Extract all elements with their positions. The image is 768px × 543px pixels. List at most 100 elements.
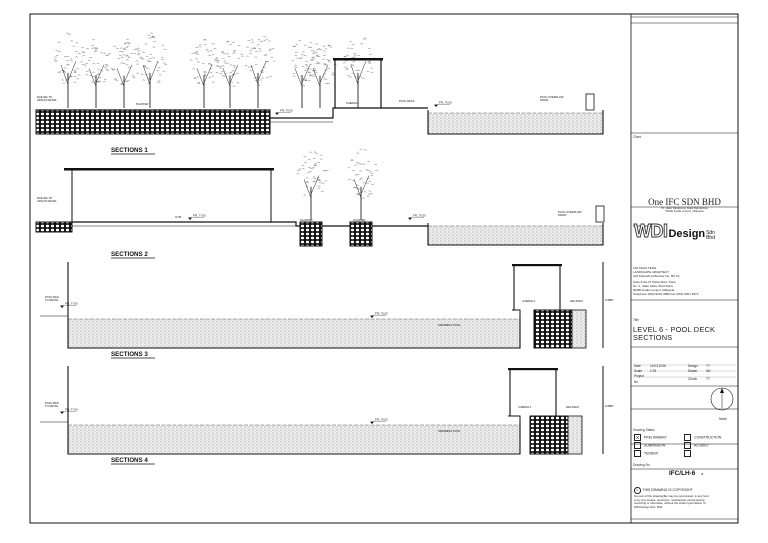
- tree-leaf: [62, 71, 66, 73]
- drawing-number-value: IFC/LH-6: [669, 470, 696, 477]
- section-title: SECTIONS 2: [111, 251, 148, 258]
- tree-leaf: [308, 68, 312, 70]
- tree-leaf: [160, 59, 164, 61]
- label-railing: POOL BAR: [45, 401, 59, 405]
- tree-leaf: [120, 56, 124, 58]
- label-pool: SWIMMING POOL: [438, 429, 461, 433]
- tree-leaf: [103, 66, 107, 68]
- tree-leaf: [323, 170, 327, 172]
- tree-leaf: [305, 60, 309, 62]
- tree-leaf: [361, 197, 365, 199]
- swimming-pool: [427, 223, 604, 246]
- tree-leaf: [208, 54, 212, 56]
- tree-leaf: [246, 46, 249, 48]
- client-label: Client: [633, 135, 642, 139]
- architect-detail-line: 50480 Kuala Lumpur, Malaysia: [633, 287, 675, 292]
- status-tender: TENDER: [634, 450, 658, 457]
- tree-leaf: [362, 182, 366, 184]
- tree-leaf: [96, 62, 100, 64]
- tree-leaf: [77, 74, 81, 76]
- tree-leaf: [367, 161, 371, 163]
- architect-logo-design: Design: [668, 228, 706, 240]
- tree-leaf: [360, 43, 364, 45]
- tree-leaf: [370, 175, 374, 177]
- tree-leaf: [313, 151, 317, 153]
- tree-leaf: [149, 57, 153, 59]
- tree-leaf: [309, 74, 312, 76]
- tree-leaf: [144, 66, 148, 68]
- tree-leaf: [73, 69, 77, 71]
- tree-leaf: [356, 187, 359, 189]
- tree-leaf: [300, 57, 304, 59]
- tree-leaf: [147, 37, 151, 39]
- tree-leaf: [265, 38, 268, 40]
- tree-leaf: [209, 68, 213, 70]
- tree-leaf: [218, 67, 222, 69]
- tree-leaf: [106, 54, 110, 56]
- tree-leaf: [324, 48, 328, 50]
- tree-leaf: [232, 65, 236, 67]
- tree-leaf: [80, 61, 84, 63]
- label-cabana: CABANA 2: [522, 299, 536, 303]
- tree-leaf: [76, 68, 80, 70]
- tree-leaf: [322, 170, 326, 172]
- label-railing: ARCH'S DETAIL: [37, 98, 57, 102]
- label-planter: PLANTER: [353, 218, 365, 222]
- tree-leaf: [301, 168, 305, 170]
- tree-leaf: [221, 75, 225, 77]
- level-text: FFL 75.00: [280, 109, 293, 113]
- tree-leaf: [357, 188, 361, 190]
- label-railing: TO DETAIL: [45, 298, 59, 302]
- tree-leaf: [82, 55, 86, 57]
- label-lobby: LOBBY: [605, 404, 614, 408]
- tree-leaf: [304, 79, 308, 81]
- tree-leaf: [258, 50, 262, 52]
- tree-leaf: [136, 54, 140, 56]
- tree-leaf: [94, 49, 98, 51]
- tree-leaf: [368, 171, 372, 173]
- tree-leaf: [133, 48, 137, 50]
- north-label: North: [719, 417, 727, 421]
- tree-leaf: [147, 34, 151, 36]
- tree-leaf: [126, 55, 130, 57]
- label-planter: PLANTER: [136, 102, 148, 106]
- pool-shell: [67, 422, 521, 455]
- tree-leaf: [363, 149, 367, 151]
- planter-box: [529, 415, 569, 455]
- drawing-title-line-1: LEVEL 6 - POOL DECK: [633, 325, 716, 334]
- status-name: PRELIMINARY: [644, 435, 667, 440]
- drawing-status-label: Drawing Status: [633, 428, 655, 432]
- tree-leaf: [120, 83, 124, 85]
- tree-leaf: [162, 70, 166, 72]
- tree-leaf: [313, 68, 317, 70]
- tree-leaf: [63, 67, 67, 69]
- status-checkbox: [684, 442, 691, 449]
- tree-leaf: [70, 60, 73, 62]
- tree-leaf: [298, 58, 302, 60]
- tree-leaf: [194, 52, 198, 54]
- tree-leaf: [254, 56, 258, 58]
- tree-leaf: [160, 56, 164, 58]
- tree-leaf: [213, 47, 217, 49]
- tree-leaf: [111, 69, 115, 71]
- tree-leaf: [207, 62, 211, 64]
- copyright-title: ©THIS DRAWING IS COPYRIGHT: [634, 487, 737, 494]
- label-gym: GYM: [175, 215, 182, 219]
- tree-leaf: [310, 59, 314, 61]
- tree-leaf: [219, 73, 223, 75]
- tree-leaf: [122, 48, 126, 50]
- overflow-drain: [585, 93, 595, 111]
- tree-branch: [196, 68, 205, 87]
- tree-leaf: [94, 48, 98, 50]
- status-name: CONSTRUCTION: [694, 435, 722, 440]
- tree-leaf: [331, 72, 335, 74]
- tree-leaf: [147, 82, 151, 84]
- tree-leaf: [137, 52, 141, 54]
- tree-leaf: [305, 67, 309, 69]
- tree-leaf: [250, 65, 254, 67]
- tree-leaf: [266, 76, 269, 78]
